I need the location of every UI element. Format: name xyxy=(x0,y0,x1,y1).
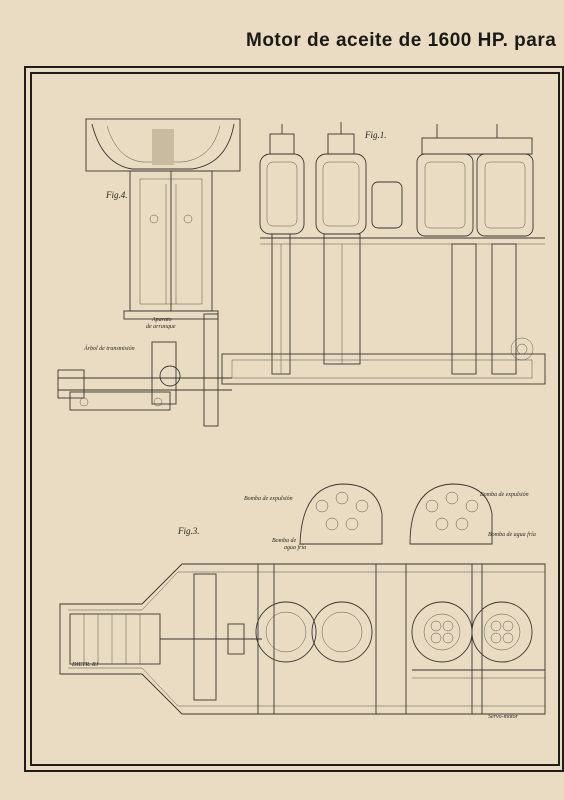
bomba-agua-left-2: agua fría xyxy=(284,544,306,551)
bomba-expulsion-left: Bomba de expulsión xyxy=(244,496,293,502)
inner-frame xyxy=(30,72,560,766)
bomba-agua-right: Bomba de agua fría xyxy=(488,531,536,538)
transmission-shaft xyxy=(57,313,232,427)
bomba-expulsion-right: Bomba de expulsión xyxy=(480,492,529,498)
fig1-label: Fig.1. xyxy=(364,130,387,140)
page-title: Motor de aceite de 1600 HP. para xyxy=(246,30,557,51)
fig4-cylinder-section xyxy=(85,118,241,320)
fig3-label: Fig.3. xyxy=(177,526,200,536)
expulsion-pumps xyxy=(299,483,493,545)
outer-frame xyxy=(24,66,564,772)
draftsman-signature: DIETR. RJ xyxy=(71,662,99,668)
fig4-label: Fig.4. xyxy=(105,190,128,200)
fig3-engine-plan xyxy=(59,563,546,715)
servo-motor-label: Servo-motor xyxy=(488,714,519,720)
fig1-engine-elevation xyxy=(221,122,546,385)
arbol-label: Árbol de transmisión xyxy=(83,344,135,352)
aparato-label-1: Aparato xyxy=(151,317,172,323)
engineering-drawing-plate: Fig.4. Fig.1. xyxy=(57,118,546,720)
bomba-agua-left-1: Bomba de xyxy=(272,538,296,544)
aparato-label-2: de arranque xyxy=(146,324,176,330)
